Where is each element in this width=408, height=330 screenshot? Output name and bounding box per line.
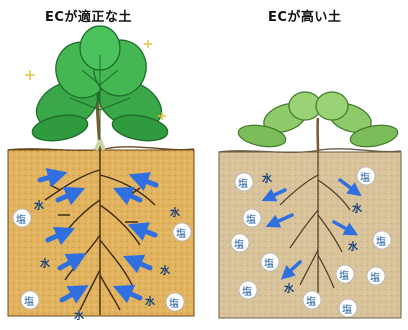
- right-salt-label-2: 塩: [360, 169, 370, 184]
- left-water-label-3: 水: [74, 307, 84, 322]
- left-water-label-4: 水: [170, 204, 180, 219]
- right-salt-label-6: 塩: [264, 255, 274, 270]
- right-water-label-1: 水: [262, 170, 272, 185]
- right-salt-label-5: 塩: [376, 233, 386, 248]
- right-salt-label-4: 塩: [234, 236, 244, 251]
- right-water-label-3: 水: [352, 200, 362, 215]
- right-plant-leaves: [237, 92, 400, 152]
- left-salt-label-4: 塩: [169, 295, 179, 310]
- left-salt-label-2: 塩: [176, 225, 186, 240]
- right-salt-label-8: 塩: [370, 269, 380, 284]
- left-water-label-5: 水: [160, 262, 170, 277]
- right-salt-label-7: 塩: [339, 267, 349, 282]
- left-water-label-1: 水: [34, 197, 44, 212]
- left-salt-label-3: 塩: [24, 293, 34, 308]
- right-salt-label-3: 塩: [246, 211, 256, 226]
- right-salt-label-9: 塩: [242, 283, 252, 298]
- right-salt-label-11: 塩: [342, 301, 352, 316]
- right-water-label-2: 水: [284, 280, 294, 295]
- left-soil-area: [8, 147, 194, 316]
- left-salt-label-1: 塩: [16, 211, 26, 226]
- left-water-label-6: 水: [145, 293, 155, 308]
- right-salt-label-1: 塩: [238, 175, 248, 190]
- right-salt-label-10: 塩: [306, 293, 316, 308]
- left-water-label-2: 水: [40, 255, 50, 270]
- right-water-label-4: 水: [348, 238, 358, 253]
